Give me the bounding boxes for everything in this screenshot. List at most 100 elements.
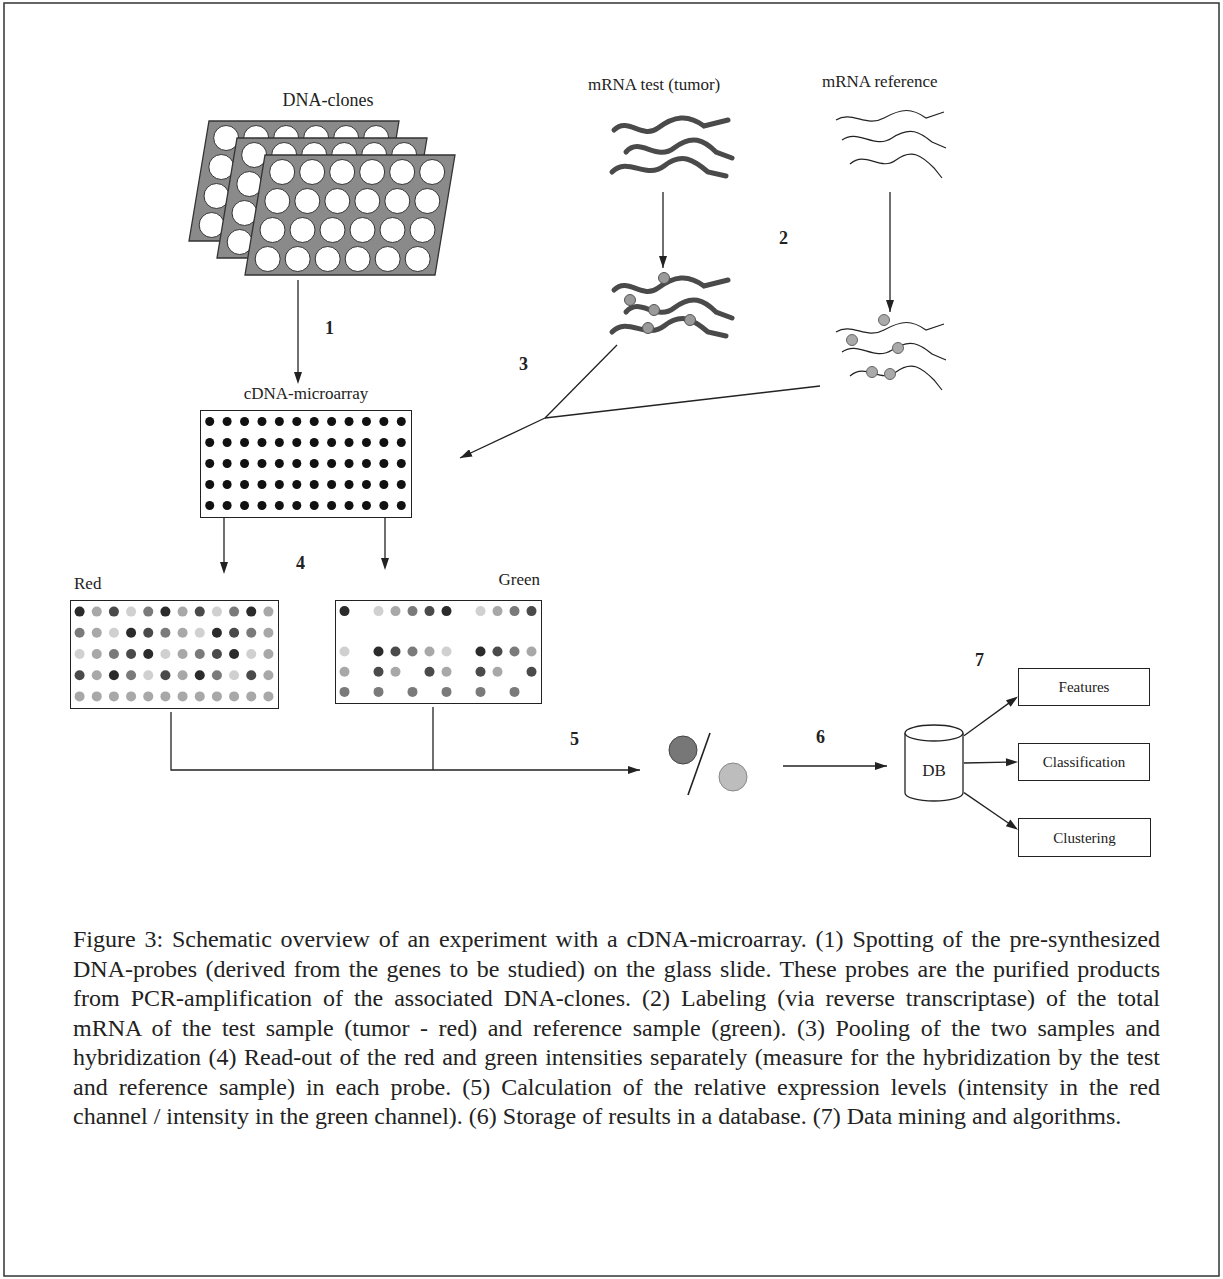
spot bbox=[340, 687, 350, 697]
spot bbox=[292, 501, 301, 510]
spot bbox=[109, 628, 119, 638]
figure-caption: Figure 3: Schematic overview of an exper… bbox=[73, 925, 1160, 1132]
spot bbox=[275, 501, 284, 510]
spot bbox=[310, 501, 319, 510]
spot bbox=[374, 667, 384, 677]
sample-label: mRNA test (tumor) bbox=[588, 75, 720, 95]
plate-well bbox=[315, 247, 340, 272]
spot bbox=[374, 647, 384, 657]
label-dot bbox=[867, 367, 878, 378]
spot bbox=[327, 417, 336, 426]
spot bbox=[397, 438, 406, 447]
spot bbox=[275, 417, 284, 426]
spot bbox=[397, 417, 406, 426]
plate-well bbox=[325, 189, 350, 214]
spot bbox=[126, 607, 136, 617]
plate-well bbox=[330, 160, 355, 185]
spot bbox=[379, 480, 388, 489]
mrna-strand bbox=[612, 319, 726, 336]
spot bbox=[160, 670, 170, 680]
spot bbox=[397, 501, 406, 510]
green-channel-slide: Green bbox=[335, 570, 542, 704]
cylinder-body bbox=[905, 733, 963, 801]
spot bbox=[205, 480, 214, 489]
spot bbox=[327, 501, 336, 510]
spot bbox=[379, 417, 388, 426]
spot bbox=[109, 670, 119, 680]
mrna-strand bbox=[850, 154, 942, 178]
spot bbox=[126, 628, 136, 638]
spot bbox=[75, 649, 85, 659]
plate-well bbox=[385, 189, 410, 214]
spot bbox=[195, 628, 205, 638]
spot bbox=[92, 628, 102, 638]
mrna-strand bbox=[850, 366, 942, 390]
spot-grid bbox=[71, 601, 277, 707]
spot bbox=[229, 670, 239, 680]
ratio-line bbox=[432, 707, 433, 770]
step-number: 2 bbox=[779, 228, 788, 250]
spot bbox=[240, 501, 249, 510]
spot bbox=[178, 607, 188, 617]
glass-slide bbox=[70, 600, 279, 709]
spot bbox=[425, 606, 435, 616]
spot bbox=[160, 691, 170, 701]
spot bbox=[263, 628, 273, 638]
mrna-strand bbox=[836, 111, 944, 122]
spot bbox=[340, 647, 350, 657]
spot bbox=[493, 647, 503, 657]
spot bbox=[408, 647, 418, 657]
spot bbox=[345, 459, 354, 468]
plate-well bbox=[265, 189, 290, 214]
arrowhead bbox=[1006, 820, 1018, 830]
spot bbox=[442, 647, 452, 657]
spot bbox=[246, 649, 256, 659]
plate-well bbox=[420, 160, 445, 185]
spot bbox=[397, 459, 406, 468]
spot bbox=[345, 480, 354, 489]
database-label: DB bbox=[922, 761, 946, 781]
output-box: Classification bbox=[1018, 743, 1150, 781]
plate-well bbox=[285, 247, 310, 272]
heading-holder: cDNA-microarray bbox=[200, 384, 412, 404]
spot bbox=[408, 687, 418, 697]
cylinder-top bbox=[905, 725, 963, 741]
spot bbox=[391, 606, 401, 616]
pooling-line bbox=[545, 386, 820, 418]
labeling-arrow bbox=[662, 192, 663, 268]
spot bbox=[75, 670, 85, 680]
plate-well bbox=[320, 218, 345, 243]
spot bbox=[327, 438, 336, 447]
spot bbox=[229, 649, 239, 659]
arrowhead bbox=[1006, 758, 1018, 766]
spot bbox=[493, 667, 503, 677]
plate-well bbox=[255, 247, 280, 272]
labeling-arrow bbox=[889, 192, 890, 312]
output-box: Clustering bbox=[1018, 818, 1151, 857]
clone-plates-node: DNA-clones bbox=[190, 90, 466, 280]
spot bbox=[223, 417, 232, 426]
spot bbox=[397, 480, 406, 489]
spot bbox=[275, 438, 284, 447]
spot bbox=[510, 647, 520, 657]
spot bbox=[442, 667, 452, 677]
spot bbox=[379, 438, 388, 447]
plate-well bbox=[290, 218, 315, 243]
storage-arrow bbox=[783, 765, 887, 766]
spot bbox=[391, 647, 401, 657]
plate-well bbox=[270, 160, 295, 185]
flow-arrow bbox=[381, 518, 389, 570]
spot-grid bbox=[201, 411, 410, 516]
spot bbox=[327, 480, 336, 489]
step-number: 3 bbox=[519, 354, 528, 376]
spot bbox=[257, 480, 266, 489]
label-dot bbox=[885, 369, 896, 380]
label-dot bbox=[879, 315, 890, 326]
flow-arrow bbox=[220, 518, 228, 574]
database-cylinder: DB bbox=[904, 724, 964, 802]
glass-slide bbox=[335, 600, 542, 704]
plate-well bbox=[410, 218, 435, 243]
step-number: 5 bbox=[570, 729, 579, 751]
spot bbox=[109, 607, 119, 617]
spot bbox=[476, 687, 486, 697]
